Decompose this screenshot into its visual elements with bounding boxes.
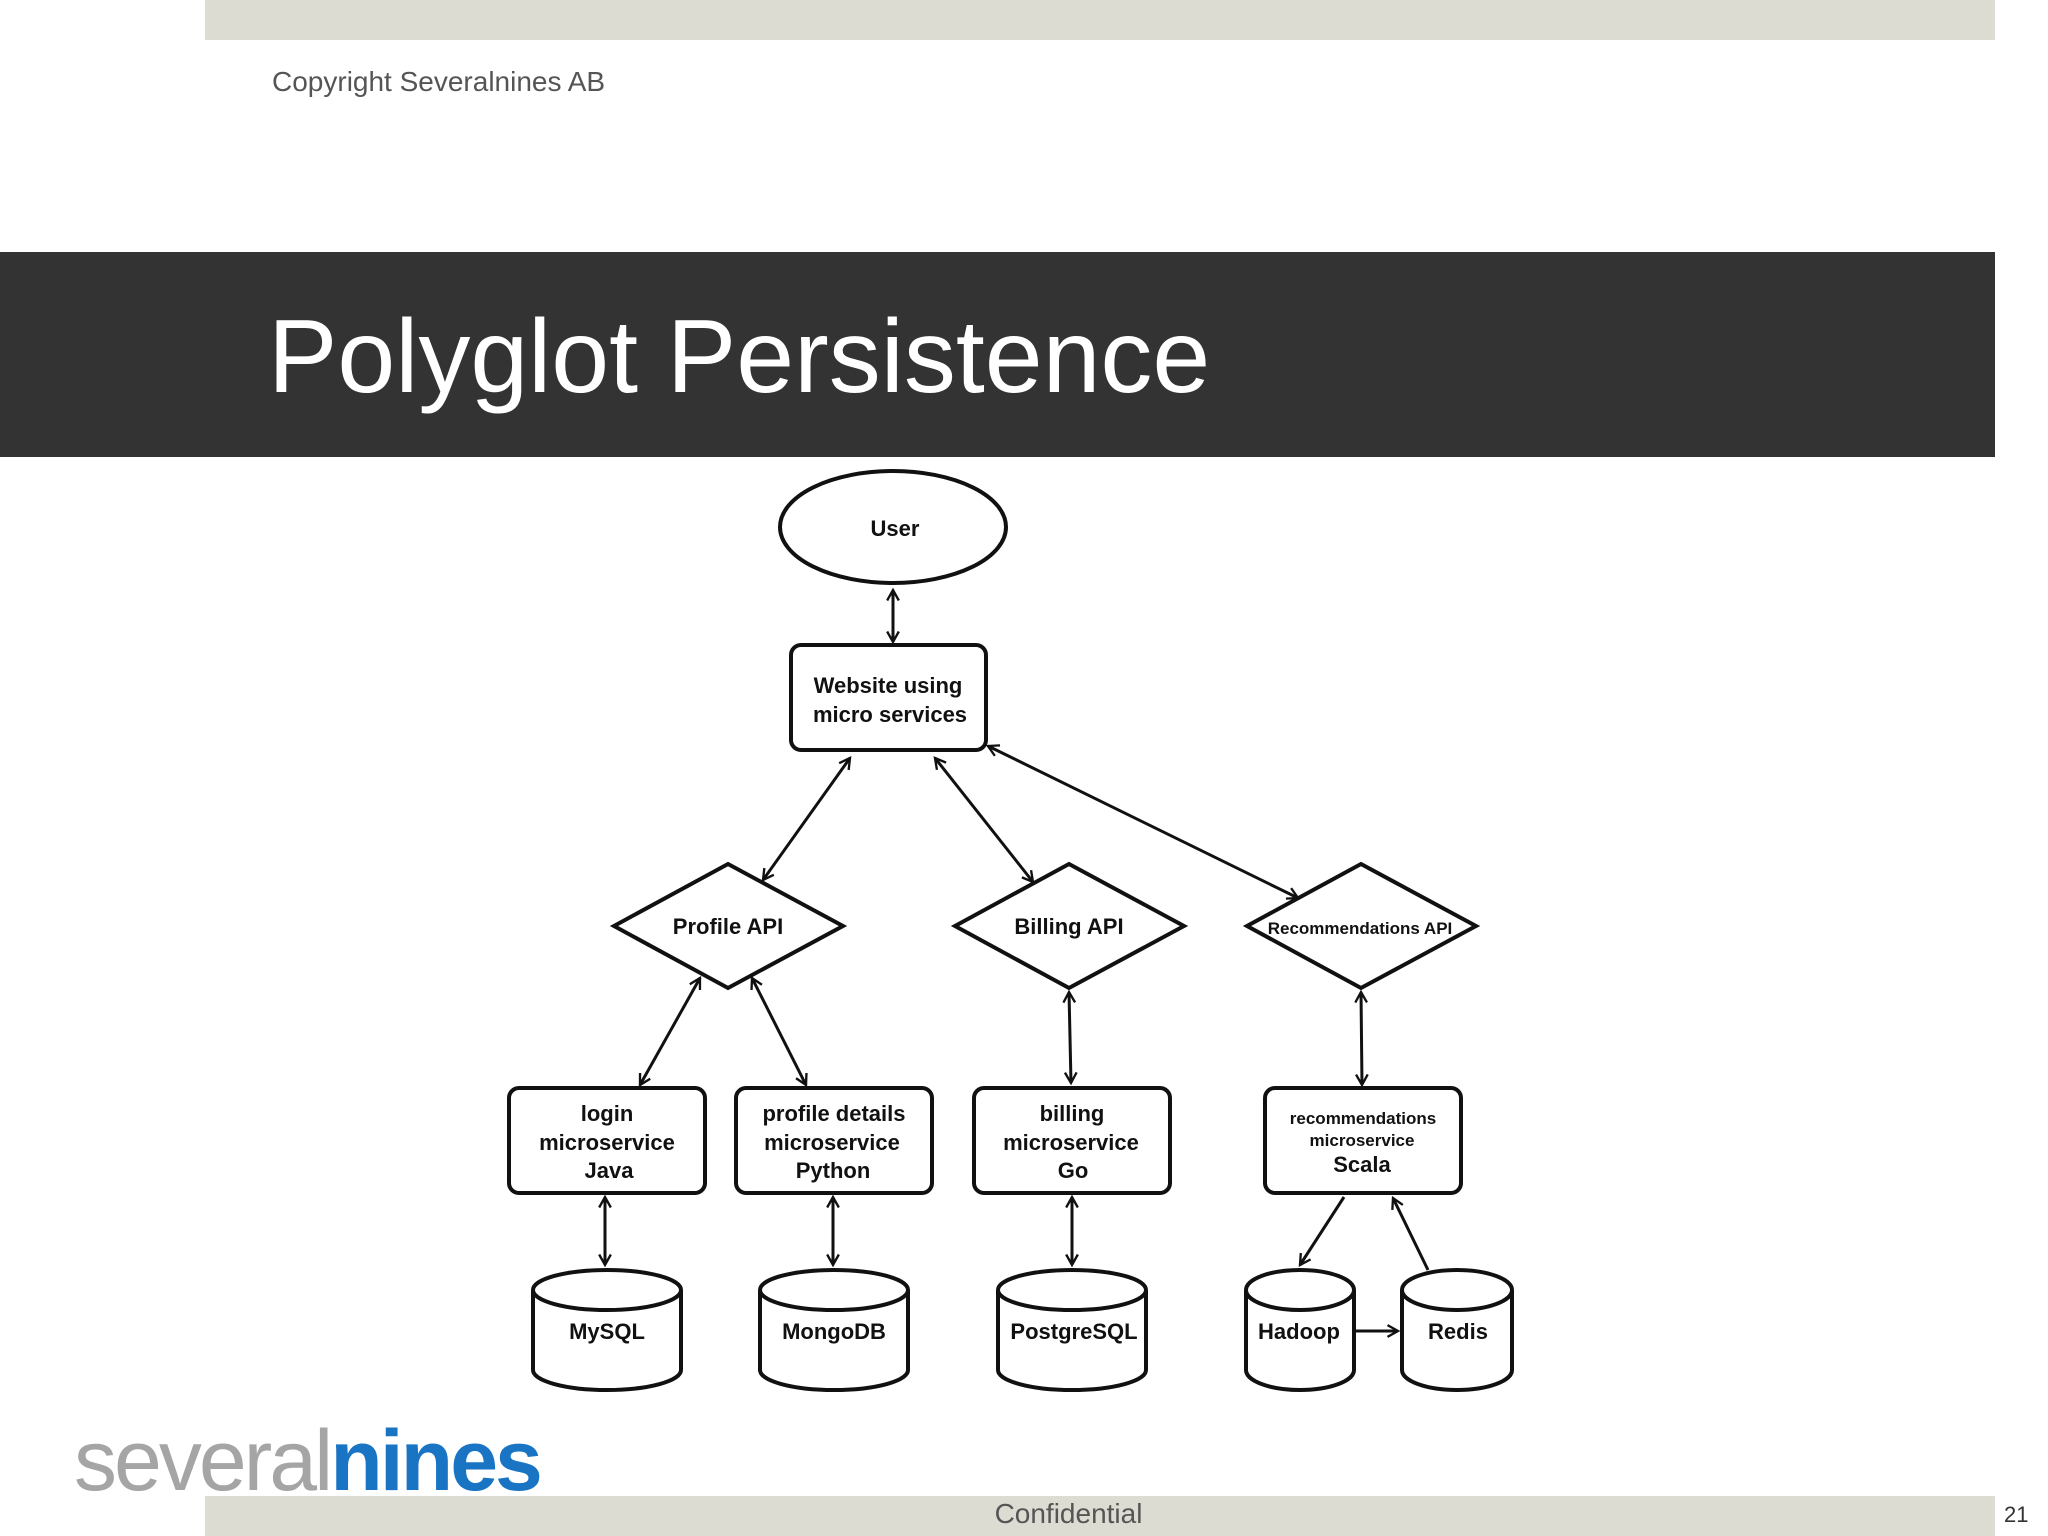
website-label-line1: Website using bbox=[814, 673, 963, 698]
edge-recommendations-api-service bbox=[1361, 992, 1362, 1085]
bottom-accent-bar bbox=[205, 1496, 1995, 1536]
title-band bbox=[0, 252, 1995, 457]
billing-service-line1: billing bbox=[1040, 1101, 1105, 1126]
redis-label: Redis bbox=[1428, 1319, 1488, 1344]
recommendations-service-line3: Scala bbox=[1333, 1152, 1391, 1177]
postgresql-node bbox=[996, 1268, 1148, 1392]
login-service-node bbox=[507, 1086, 707, 1195]
billing-service-line3: Go bbox=[1058, 1158, 1089, 1183]
hadoop-node bbox=[1244, 1268, 1356, 1392]
billing-service-line2: microservice bbox=[1003, 1130, 1139, 1155]
mongodb-node bbox=[758, 1268, 910, 1392]
website-label-line2: micro services bbox=[813, 702, 967, 727]
recommendations-api-label: Recommendations API bbox=[1268, 919, 1453, 938]
copyright-text: Copyright Severalnines AB bbox=[272, 66, 606, 97]
recommendations-service-node bbox=[1263, 1086, 1463, 1195]
recommendations-service-line1: recommendations bbox=[1290, 1109, 1436, 1128]
login-service-line3: Java bbox=[585, 1158, 635, 1183]
user-node bbox=[778, 469, 1008, 585]
slide-title: Polyglot Persistence bbox=[268, 299, 1211, 415]
edge-profile-api-profile-details bbox=[752, 978, 806, 1085]
profile-service-line2: microservice bbox=[764, 1130, 900, 1155]
postgresql-label: PostgreSQL bbox=[1010, 1319, 1137, 1344]
page-number: 21 bbox=[2004, 1502, 2029, 1527]
edge-website-profile-api bbox=[763, 758, 850, 880]
edge-website-recommendations-api bbox=[988, 746, 1298, 898]
redis-node bbox=[1400, 1268, 1514, 1392]
mysql-node bbox=[531, 1268, 683, 1392]
profile-details-service-node bbox=[734, 1086, 934, 1195]
edge-recommendations-hadoop bbox=[1300, 1196, 1346, 1265]
login-service-line2: microservice bbox=[539, 1130, 675, 1155]
mysql-label: MySQL bbox=[569, 1319, 645, 1344]
edge-website-billing-api bbox=[935, 758, 1033, 882]
billing-service-node bbox=[972, 1086, 1172, 1195]
top-accent-bar bbox=[205, 0, 1995, 40]
profile-service-line1: profile details bbox=[762, 1101, 905, 1126]
recommendations-api-node bbox=[1242, 861, 1481, 991]
confidential-label: Confidential bbox=[994, 1498, 1143, 1529]
profile-api-node bbox=[609, 861, 848, 991]
billing-api-node bbox=[950, 861, 1189, 991]
recommendations-service-line2: microservice bbox=[1310, 1131, 1415, 1150]
login-service-line1: login bbox=[581, 1101, 634, 1126]
billing-api-label: Billing API bbox=[1014, 914, 1123, 939]
website-node bbox=[789, 643, 988, 752]
hadoop-label: Hadoop bbox=[1258, 1319, 1340, 1344]
profile-api-label: Profile API bbox=[673, 914, 783, 939]
edge-billing-api-billing bbox=[1069, 992, 1071, 1083]
user-label: User bbox=[871, 516, 920, 541]
edge-redis-recommendations bbox=[1393, 1198, 1430, 1271]
mongodb-label: MongoDB bbox=[782, 1319, 886, 1344]
profile-service-line3: Python bbox=[796, 1158, 871, 1183]
edge-profile-api-login bbox=[638, 978, 702, 1085]
